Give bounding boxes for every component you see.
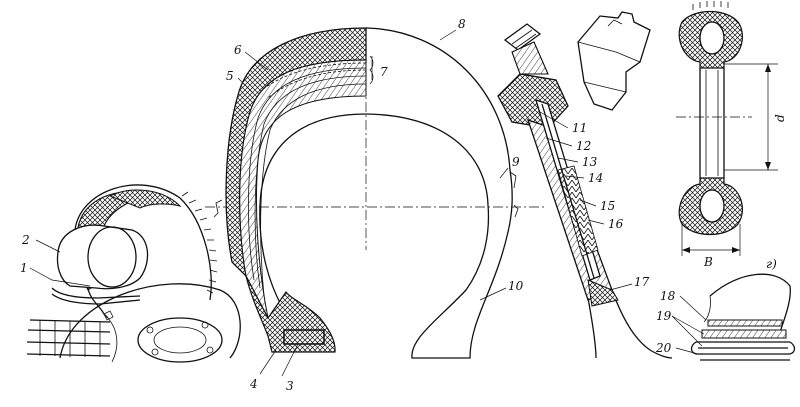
- tire-half-outline: [365, 27, 513, 359]
- label-13: 13: [582, 155, 598, 169]
- label-15: 15: [600, 199, 615, 213]
- wheel-hub: [137, 317, 223, 363]
- label-18: 18: [660, 289, 676, 303]
- figure-tag: г): [766, 257, 777, 271]
- label-9: 9: [512, 155, 520, 169]
- label-12: 12: [576, 139, 591, 153]
- leader-lines: [29, 29, 707, 377]
- lower-tread: [26, 319, 111, 357]
- dimension-d: d: [773, 114, 787, 122]
- label-7: 7: [380, 65, 388, 79]
- label-17: 17: [634, 275, 650, 289]
- label-3: 3: [286, 379, 294, 393]
- inner-tube: [56, 224, 149, 290]
- wheel-perspective: [26, 184, 241, 363]
- dimension-b: B: [703, 255, 713, 269]
- label-10: 10: [508, 279, 524, 293]
- tire-outer: [74, 184, 212, 301]
- label-11: 11: [572, 121, 587, 135]
- label-16: 16: [608, 217, 624, 231]
- label-19: 19: [656, 309, 672, 323]
- tube-section: [676, 1, 778, 256]
- rim-flange: [690, 273, 796, 361]
- label-14: 14: [588, 171, 603, 185]
- wheel-disc: [59, 283, 241, 359]
- bead-wire: [283, 329, 325, 345]
- callout-labels: 1 2 3 4 5 6 7 8 9 10 11 12 13 14 15 16 1…: [20, 17, 787, 393]
- valve-spring: [557, 165, 599, 257]
- label-6: 6: [234, 43, 242, 57]
- valve-cap-detail: [577, 11, 651, 111]
- label-2: 2: [21, 233, 30, 247]
- label-1: 1: [20, 261, 28, 275]
- valve-rubber-stem: [587, 289, 673, 359]
- rim: [51, 287, 141, 299]
- label-8: 8: [458, 17, 466, 31]
- label-20: 20: [655, 341, 672, 355]
- tire-cross-section: [205, 27, 545, 359]
- label-5: 5: [226, 69, 234, 83]
- valve-nut: [497, 73, 569, 129]
- valve-section: [497, 23, 673, 359]
- label-4: 4: [249, 377, 258, 391]
